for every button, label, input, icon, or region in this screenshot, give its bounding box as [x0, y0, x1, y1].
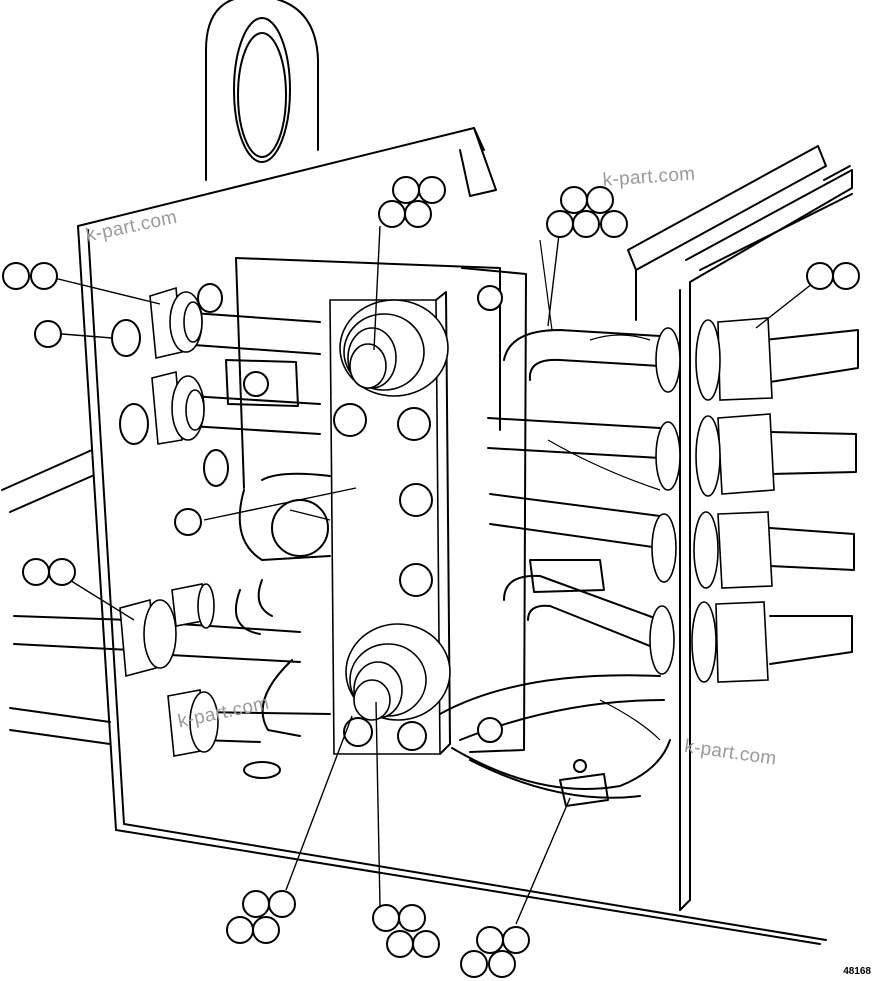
callout-upper-left-gland	[2, 262, 58, 290]
callout-lower-nut	[226, 890, 296, 944]
inner-plate	[235, 257, 527, 753]
callout-lower-left-gland	[22, 558, 76, 586]
callout-right-glands	[806, 262, 860, 290]
internal-details	[271, 239, 661, 807]
figure-number: 48168	[843, 966, 871, 977]
callout-lower-terminal	[372, 904, 440, 958]
side-rail	[627, 145, 853, 911]
upper-terminal-stud	[339, 299, 449, 397]
lifting-eye	[205, 0, 319, 181]
callout-cable-clamp	[460, 926, 530, 978]
right-glands	[649, 317, 775, 683]
lower-terminal-stud	[345, 623, 451, 721]
mounting-plate	[77, 127, 827, 945]
cables	[1, 311, 859, 799]
callout-top-right-harness	[546, 186, 628, 238]
callout-terminal-bar	[174, 508, 202, 536]
leader-lines	[45, 225, 823, 925]
callout-left-plug	[34, 320, 62, 348]
left-glands	[111, 283, 281, 779]
callout-top-terminal	[378, 176, 446, 228]
